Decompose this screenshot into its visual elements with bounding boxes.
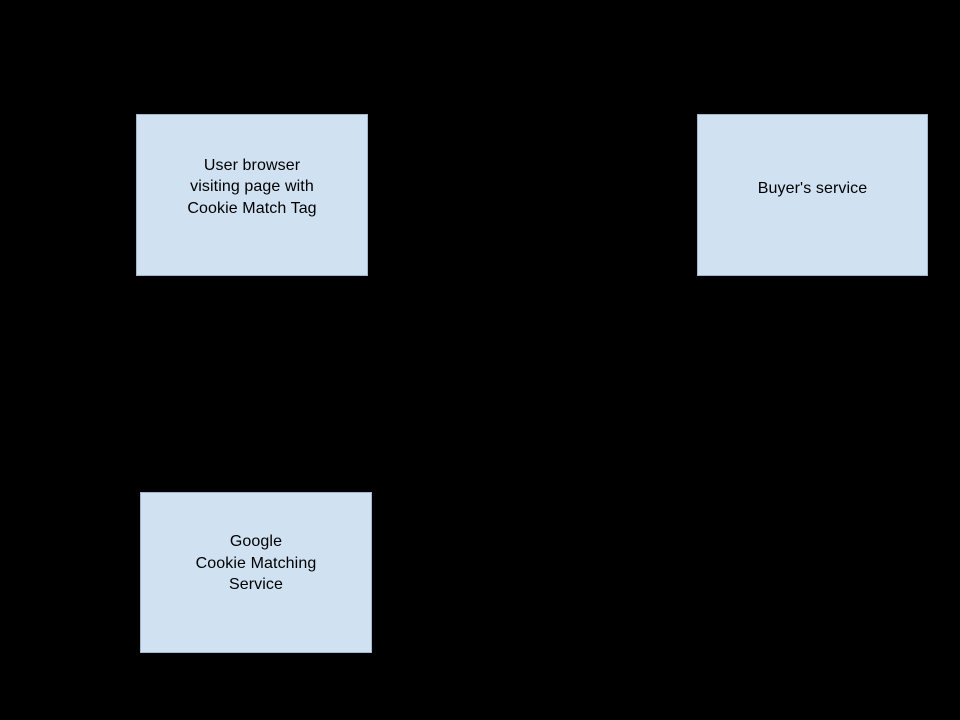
diagram-node-user-browser-label: User browser visiting page with Cookie M… bbox=[187, 156, 317, 217]
diagram-node-user-browser[interactable]: User browser visiting page with Cookie M… bbox=[136, 114, 368, 276]
diagram-node-buyers-service-label: Buyer's service bbox=[757, 180, 868, 198]
diagram-node-google-cookie-matching-label: Google Cookie Matching Service bbox=[195, 533, 317, 594]
diagram-node-google-cookie-matching[interactable]: Google Cookie Matching Service bbox=[140, 492, 372, 653]
diagram-node-buyers-service[interactable]: Buyer's service bbox=[697, 114, 928, 276]
